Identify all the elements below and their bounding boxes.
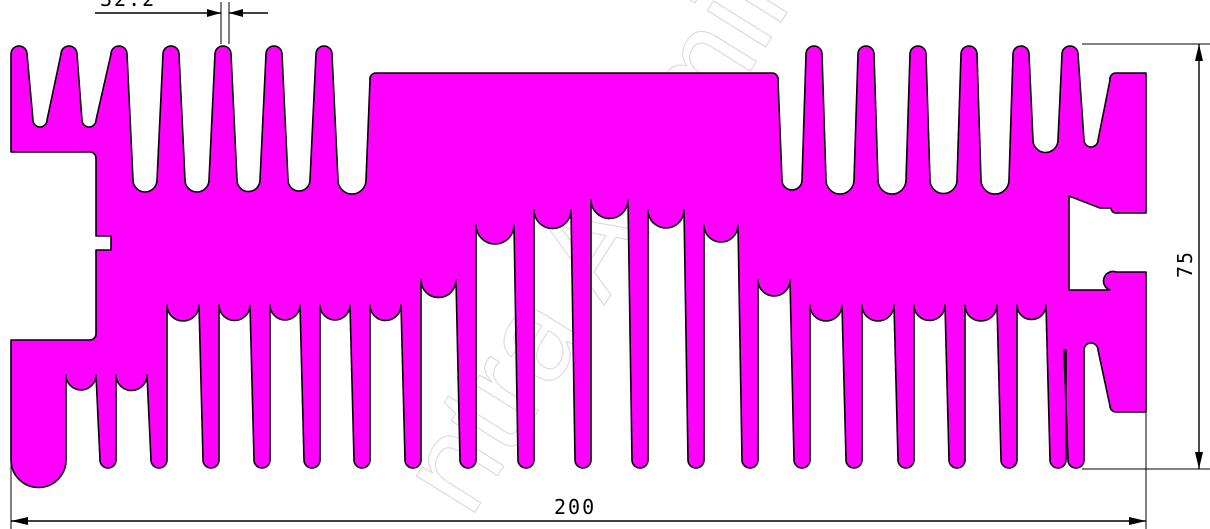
fin-pitch-dimension: 32.2 bbox=[95, 0, 268, 44]
heatsink-profile bbox=[10, 45, 1147, 489]
height-label: 75 bbox=[1173, 250, 1197, 278]
height-dimension: 75 bbox=[1082, 43, 1210, 470]
width-dimension: 200 bbox=[10, 340, 1147, 529]
fin-pitch-label: 32.2 bbox=[100, 0, 156, 11]
width-label: 200 bbox=[554, 495, 596, 519]
